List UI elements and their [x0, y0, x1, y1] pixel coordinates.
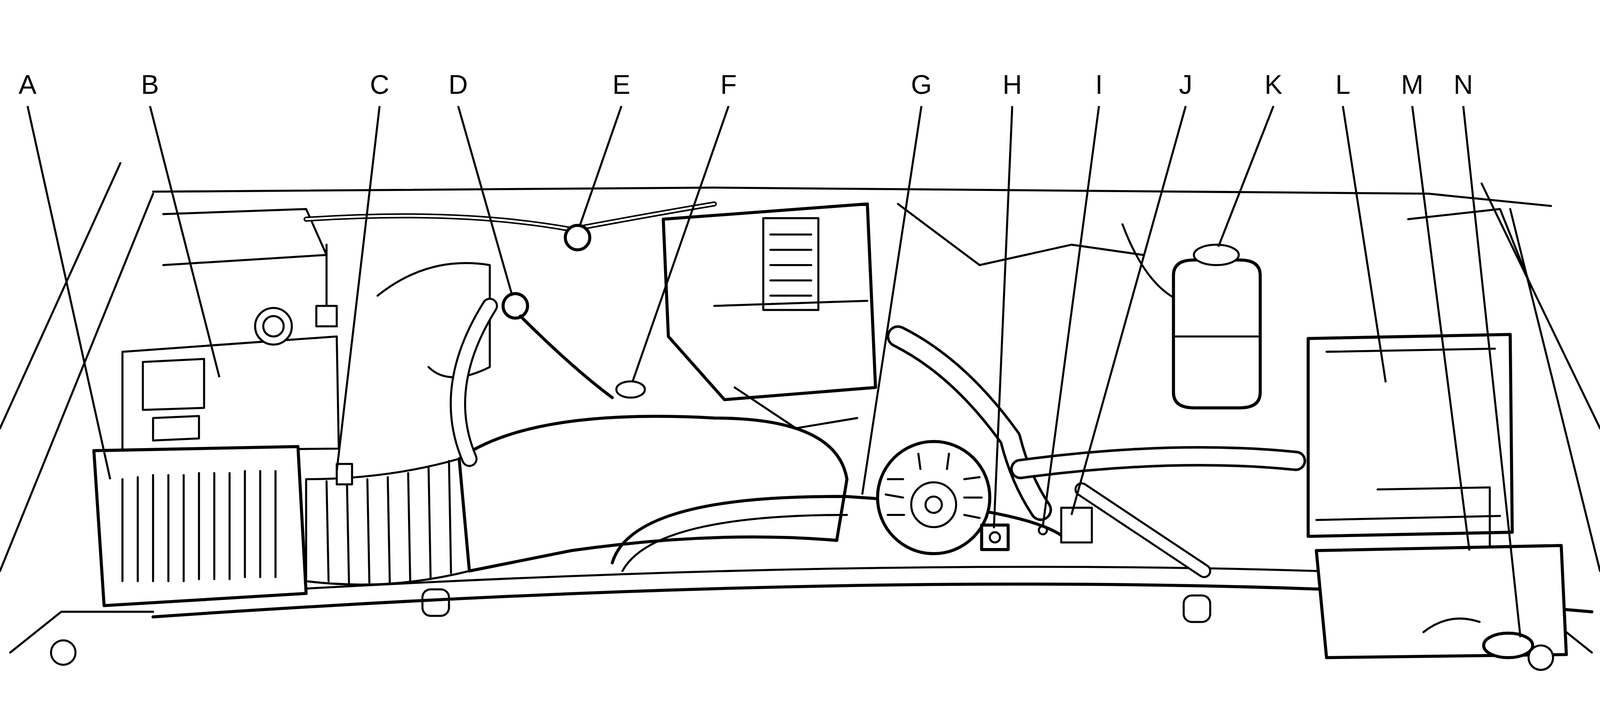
callout-letter: C — [367, 70, 392, 99]
callout-letter: I — [1092, 70, 1106, 99]
callout-letter: G — [908, 70, 935, 99]
callout-letter: L — [1332, 70, 1353, 99]
callout-letter: H — [1000, 70, 1025, 99]
callout-letter: M — [1398, 70, 1427, 99]
callout-letter: K — [1262, 70, 1286, 99]
callout-letter: E — [610, 70, 633, 99]
callout-letter: D — [446, 70, 471, 99]
callout-letter: N — [1451, 70, 1476, 99]
callout-letter: J — [1176, 70, 1195, 99]
callout-letter: A — [16, 70, 40, 99]
callout-letter: B — [138, 70, 162, 99]
callout-letter: F — [718, 70, 740, 99]
